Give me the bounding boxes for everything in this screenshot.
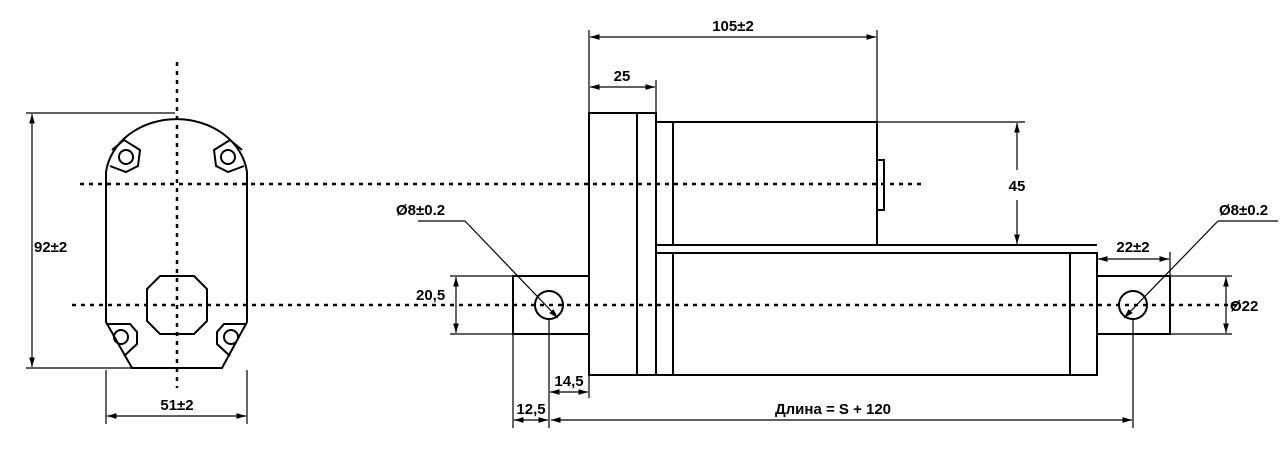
rear-clevis [512,275,590,335]
motor-cap [876,159,885,211]
tube-end-cap [1069,252,1098,376]
outer-tube [672,252,1071,376]
end-view: 92±2 51±2 [26,62,248,424]
rear-clevis-end-dim-label: 12,5 [516,401,545,418]
flange [588,112,657,376]
length-dim-label: Длина = S + 120 [775,401,891,418]
front-mount-hole [1118,290,1148,320]
mount-hole-bottom-left [113,329,129,345]
rod-end-length-dim-label: 22±2 [1116,239,1149,256]
mount-boss-top-right [212,138,245,174]
mount-hole-bottom-right [223,329,239,345]
motor-diameter-dim-label: 45 [1009,178,1026,195]
mount-boss-top-left [109,138,142,174]
mount-boss-bottom-right [216,323,247,357]
height-dim-label: 92±2 [34,239,67,256]
flange-dim-label: 25 [614,68,631,85]
rod-diameter-dim-label: Ø22 [1230,298,1258,315]
mount-hole-top-right [220,149,236,165]
front-hole-dim-label: Ø8±0.2 [1219,202,1268,219]
end-view-outline [105,118,248,369]
side-view: 105±2 25 45 20,5 Ø8±0.2 14,5 12,5 Длина … [396,18,1278,428]
motor-length-dim-label: 105±2 [712,18,754,35]
rear-clevis-height-dim-label: 20,5 [416,287,445,304]
width-dim-label: 51±2 [160,397,193,414]
mount-boss-bottom-left [106,323,138,357]
octagon-hub [146,275,208,335]
rear-hole-dim-label: Ø8±0.2 [396,202,445,219]
mount-hole-top-left [118,149,134,165]
rear-hole-offset-dim-label: 14,5 [554,373,583,390]
